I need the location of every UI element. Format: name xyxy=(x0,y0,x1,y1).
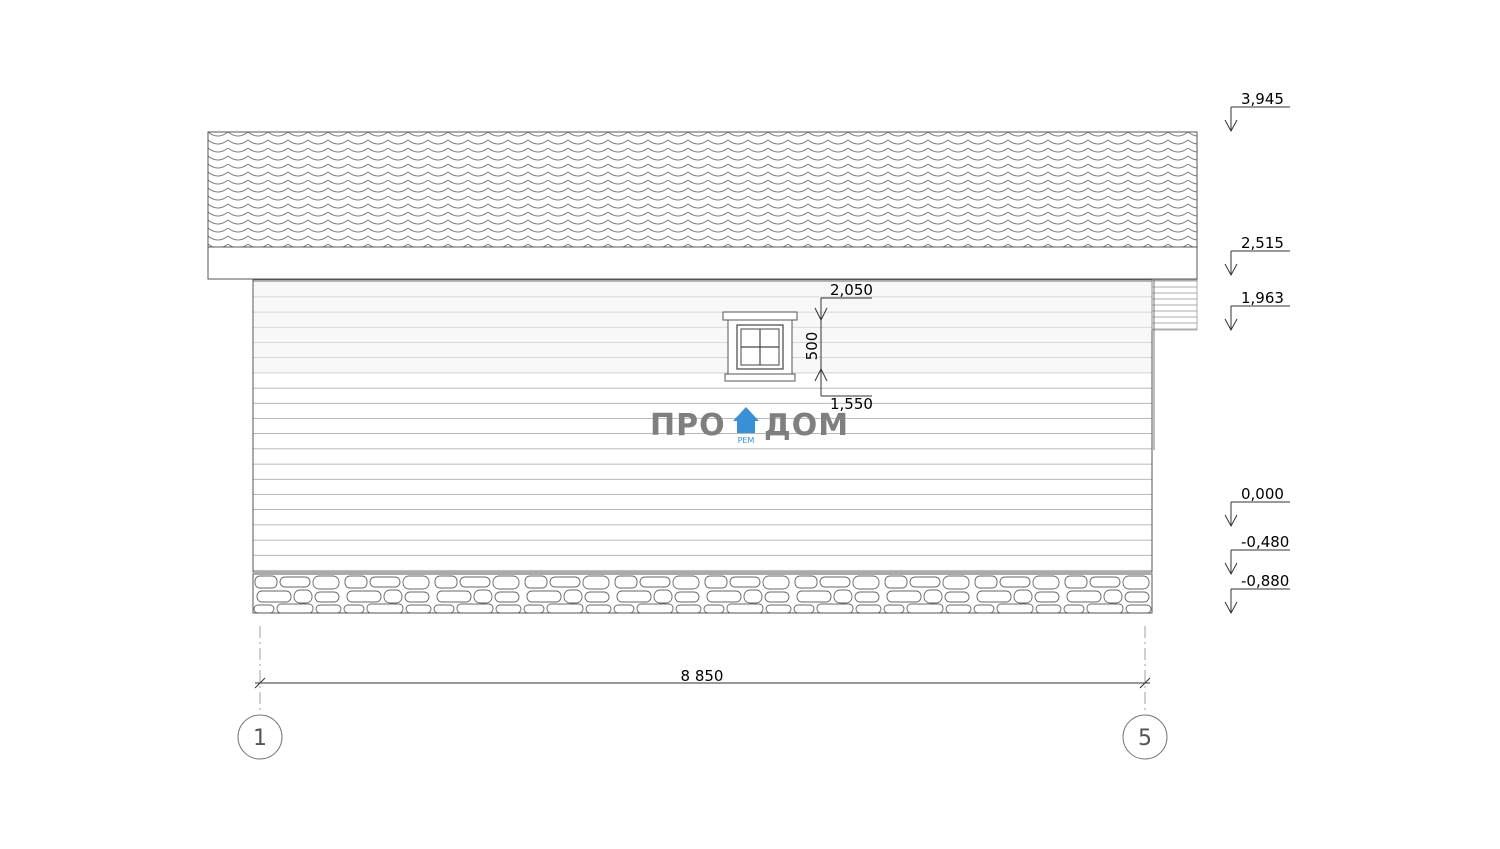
elevation-mark-arrow xyxy=(1224,562,1238,576)
axis-bubble-5: 5 xyxy=(1122,714,1168,760)
axis-circle-5 xyxy=(1122,714,1168,760)
window-height-dim: 500 xyxy=(803,332,821,361)
overall-dim-tick-left xyxy=(254,677,266,689)
logo-watermark: ПРО ДОМ РЕМ xyxy=(650,407,849,445)
elevation-mark: 1,963 xyxy=(1224,289,1290,332)
window-sill xyxy=(724,373,796,382)
axis-label-1: 1 xyxy=(253,726,267,751)
elevation-mark: 3,945 xyxy=(1224,90,1290,133)
stone-foundation xyxy=(252,573,1153,614)
elevation-marks: 3,945 2,515 1,963 0,000 -0,480 -0,880 xyxy=(1224,90,1290,615)
roof xyxy=(207,131,1198,280)
overall-dimension xyxy=(254,677,1151,689)
side-extension xyxy=(1151,279,1198,331)
logo-sub-text: РЕМ xyxy=(738,436,755,445)
elevation-mark: 0,000 xyxy=(1224,485,1290,528)
axis-label-5: 5 xyxy=(1138,726,1152,751)
elevation-mark-label: -0,880 xyxy=(1241,572,1289,590)
elevation-mark: -0,880 xyxy=(1224,572,1290,615)
elevation-mark-label: 1,963 xyxy=(1241,289,1284,307)
logo-right-text: ДОМ xyxy=(764,408,849,443)
elevation-mark: 2,515 xyxy=(1224,234,1290,277)
window-dimension xyxy=(814,297,872,397)
overall-dim-tick-right xyxy=(1139,677,1151,689)
window-cornice xyxy=(722,311,798,321)
elevation-mark-arrow xyxy=(1224,263,1238,277)
elevation-mark-label: 2,515 xyxy=(1241,234,1284,252)
overall-width-dim: 8 850 xyxy=(681,667,724,685)
logo-left-text: ПРО xyxy=(650,408,726,443)
window-bottom-arrow xyxy=(814,367,828,382)
elevation-mark-arrow xyxy=(1224,601,1238,615)
window xyxy=(722,311,798,382)
wall-light-shade xyxy=(254,282,1151,374)
elevation-mark-arrow xyxy=(1224,318,1238,332)
wall xyxy=(252,279,1198,573)
roof-fascia xyxy=(207,246,1198,280)
elevation-mark: -0,480 xyxy=(1224,533,1290,576)
elevation-mark-label: 3,945 xyxy=(1241,90,1284,108)
elevation-mark-label: -0,480 xyxy=(1241,533,1289,551)
house-icon xyxy=(733,407,759,433)
axis-lines xyxy=(259,626,1146,714)
window-top-arrow xyxy=(814,307,828,322)
elevation-mark-arrow xyxy=(1224,119,1238,133)
roof-shingles xyxy=(207,131,1198,248)
elevation-mark-label: 0,000 xyxy=(1241,485,1284,503)
elevation-mark-arrow xyxy=(1224,514,1238,528)
axis-bubble-1: 1 xyxy=(237,714,283,760)
axis-circle-1 xyxy=(237,714,283,760)
window-top-mark: 2,050 xyxy=(830,281,873,299)
window-bottom-mark: 1,550 xyxy=(830,395,873,413)
